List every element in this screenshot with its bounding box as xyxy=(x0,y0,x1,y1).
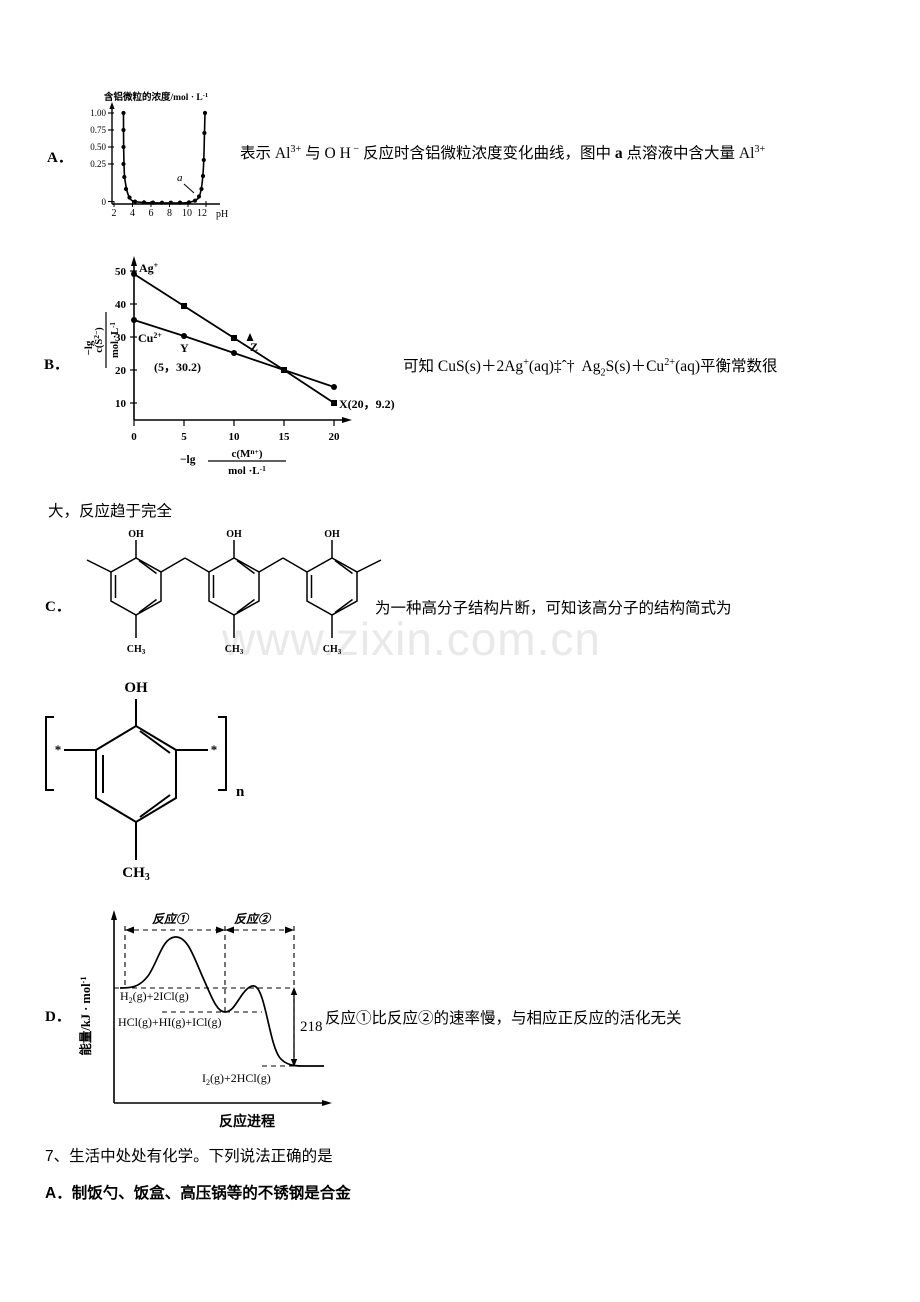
chart-b-label-cu: Cu2+ xyxy=(138,331,162,345)
option-c-letter: C． xyxy=(45,599,71,615)
chart-d-xlabel: 反应进程 xyxy=(219,1113,275,1130)
polymer-right-star: * xyxy=(211,742,218,757)
chart-b: 50 40 30 20 10 0 5 10 15 20 xyxy=(62,248,402,483)
chart-b-ytick-30: 30 xyxy=(115,332,127,344)
chart-a-xtick-10: 10 xyxy=(182,208,192,219)
chart-d-reaction2: 反应② xyxy=(234,912,272,926)
option-b-letter: B． xyxy=(44,357,70,373)
chart-a: 含铝微粒的浓度/mol · L-1 1.00 0.75 0.50 0.25 0 … xyxy=(60,88,250,223)
chart-d: 218 反应① 反应② H2(g)+2ICl(g) HCl(g)+HI(g)+I… xyxy=(62,898,392,1138)
chart-b-label-x-coords: X(20，9.2) xyxy=(339,397,395,411)
chart-b-ytick-40: 40 xyxy=(115,299,127,311)
trimer-oh-1: OH xyxy=(128,529,144,540)
chart-b-xtick-0: 0 xyxy=(131,431,137,443)
chart-a-xtick-12: 12 xyxy=(197,208,207,219)
polymer-ch3-label: CH3 xyxy=(122,865,150,883)
question-7-stem: 7、生活中处处有化学。下列说法正确的是 xyxy=(45,1148,333,1165)
question-7-choice-a: A．制饭勺、饭盒、高压锅等的不锈钢是合金 xyxy=(45,1185,351,1202)
chart-a-xtick-2: 2 xyxy=(112,208,117,219)
trimer-ch3-3: CH3 xyxy=(323,644,342,656)
chart-a-ytick-050: 0.50 xyxy=(90,142,106,152)
polymer-oh-label: OH xyxy=(124,680,148,696)
chart-d-reaction1: 反应① xyxy=(152,912,190,926)
chart-a-ytick-0: 0 xyxy=(102,197,107,207)
chart-b-xtick-15: 15 xyxy=(279,431,291,443)
chart-a-ytick-075: 0.75 xyxy=(90,125,106,135)
chart-b-label-ag: Ag+ xyxy=(139,261,159,275)
option-d-letter: D． xyxy=(45,1009,71,1025)
chart-a-xtick-4: 4 xyxy=(130,208,135,219)
chart-b-ytick-20: 20 xyxy=(115,365,127,377)
svg-text:mol ·L-1: mol ·L-1 xyxy=(228,464,266,477)
chart-b-xtick-10: 10 xyxy=(229,431,241,443)
trimer-oh-2: OH xyxy=(226,529,242,540)
chart-b-label-y: Y xyxy=(180,341,189,355)
trimer-ch3-2: CH3 xyxy=(225,644,244,656)
chart-b-marker-z xyxy=(246,333,254,341)
chart-a-xtick-8: 8 xyxy=(167,208,172,219)
trimer-ch3-1: CH3 xyxy=(127,644,146,656)
chart-b-label-z: Z xyxy=(250,340,258,354)
chart-b-ylabel: −lg xyxy=(83,340,95,355)
chart-b-xlabel-lg: −lg xyxy=(180,454,196,466)
chart-a-title: 含铝微粒的浓度/mol · L-1 xyxy=(103,91,208,103)
chart-b-ytick-10: 10 xyxy=(115,398,127,410)
trimer-oh-3: OH xyxy=(324,529,340,540)
polymer-repeat-index: n xyxy=(236,784,245,800)
structure-trimer: OH OH OH CH3 CH3 CH3 xyxy=(55,529,395,675)
chart-b-ylabel-num: c(S2−) xyxy=(92,327,105,353)
chart-a-xlabel: pH xyxy=(216,209,228,220)
option-a-text: 表示 Al3+ 与 O H − 反应时含铝微粒浓度变化曲线，图中 a 点溶液中含… xyxy=(240,144,766,163)
option-a-letter: A． xyxy=(47,150,73,166)
chart-a-xtick-6: 6 xyxy=(149,208,154,219)
chart-d-products: I2(g)+2HCl(g) xyxy=(202,1071,271,1087)
option-b-continuation: 大，反应趋于完全 xyxy=(48,503,173,520)
chart-d-ylabel: 能量/kJ · mol-1 xyxy=(78,976,93,1055)
chart-b-ylabel-den: mol ·L-1 xyxy=(109,322,121,358)
svg-text:c(Mn+): c(Mn+) xyxy=(231,447,262,460)
chart-b-xtick-5: 5 xyxy=(181,431,187,443)
polymer-left-star: * xyxy=(55,742,62,757)
option-b-text: 可知 CuS(s)＋2Ag+(aq)‡ˆ† Ag2S(s)＋Cu2+(aq)平衡… xyxy=(403,357,778,379)
chart-b-xlabel-frac: c(Mn+) mol ·L-1 xyxy=(208,447,286,477)
chart-d-reactants: H2(g)+2ICl(g) xyxy=(120,989,189,1005)
chart-d-intermediate: HCl(g)+HI(g)+ICl(g) xyxy=(118,1015,222,1029)
chart-b-xtick-20: 20 xyxy=(329,431,341,443)
option-c-text: 为一种高分子结构片断，可知该高分子的结构简式为 xyxy=(375,600,732,617)
chart-b-label-y-coords: (5，30.2) xyxy=(154,360,201,374)
watermark: www.zixin.com.cn xyxy=(222,613,601,665)
structure-polymer: OH * * n CH3 xyxy=(40,672,290,902)
chart-a-ytick-100: 1.00 xyxy=(90,108,106,118)
chart-a-ytick-025: 0.25 xyxy=(90,159,106,169)
option-d-text: 反应①比反应②的速率慢，与相应正反应的活化无关 xyxy=(325,1010,682,1027)
chart-a-annotation-a: a xyxy=(177,172,183,184)
chart-d-delta-h: 218 xyxy=(300,1019,323,1035)
chart-b-ytick-50: 50 xyxy=(115,266,127,278)
